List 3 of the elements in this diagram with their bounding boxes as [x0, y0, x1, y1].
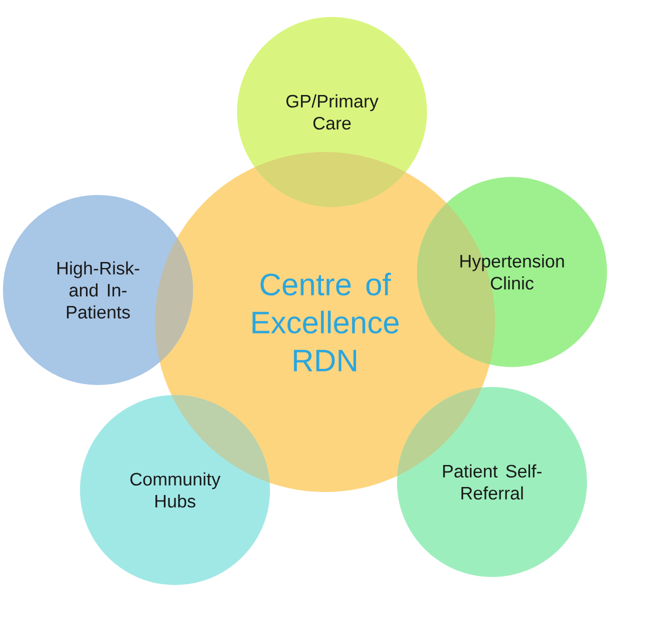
node-label: GP/Primary Care — [286, 94, 378, 130]
node-label: High-Risk- and In-Patients — [57, 261, 140, 319]
node-label: Hubs — [155, 494, 196, 508]
